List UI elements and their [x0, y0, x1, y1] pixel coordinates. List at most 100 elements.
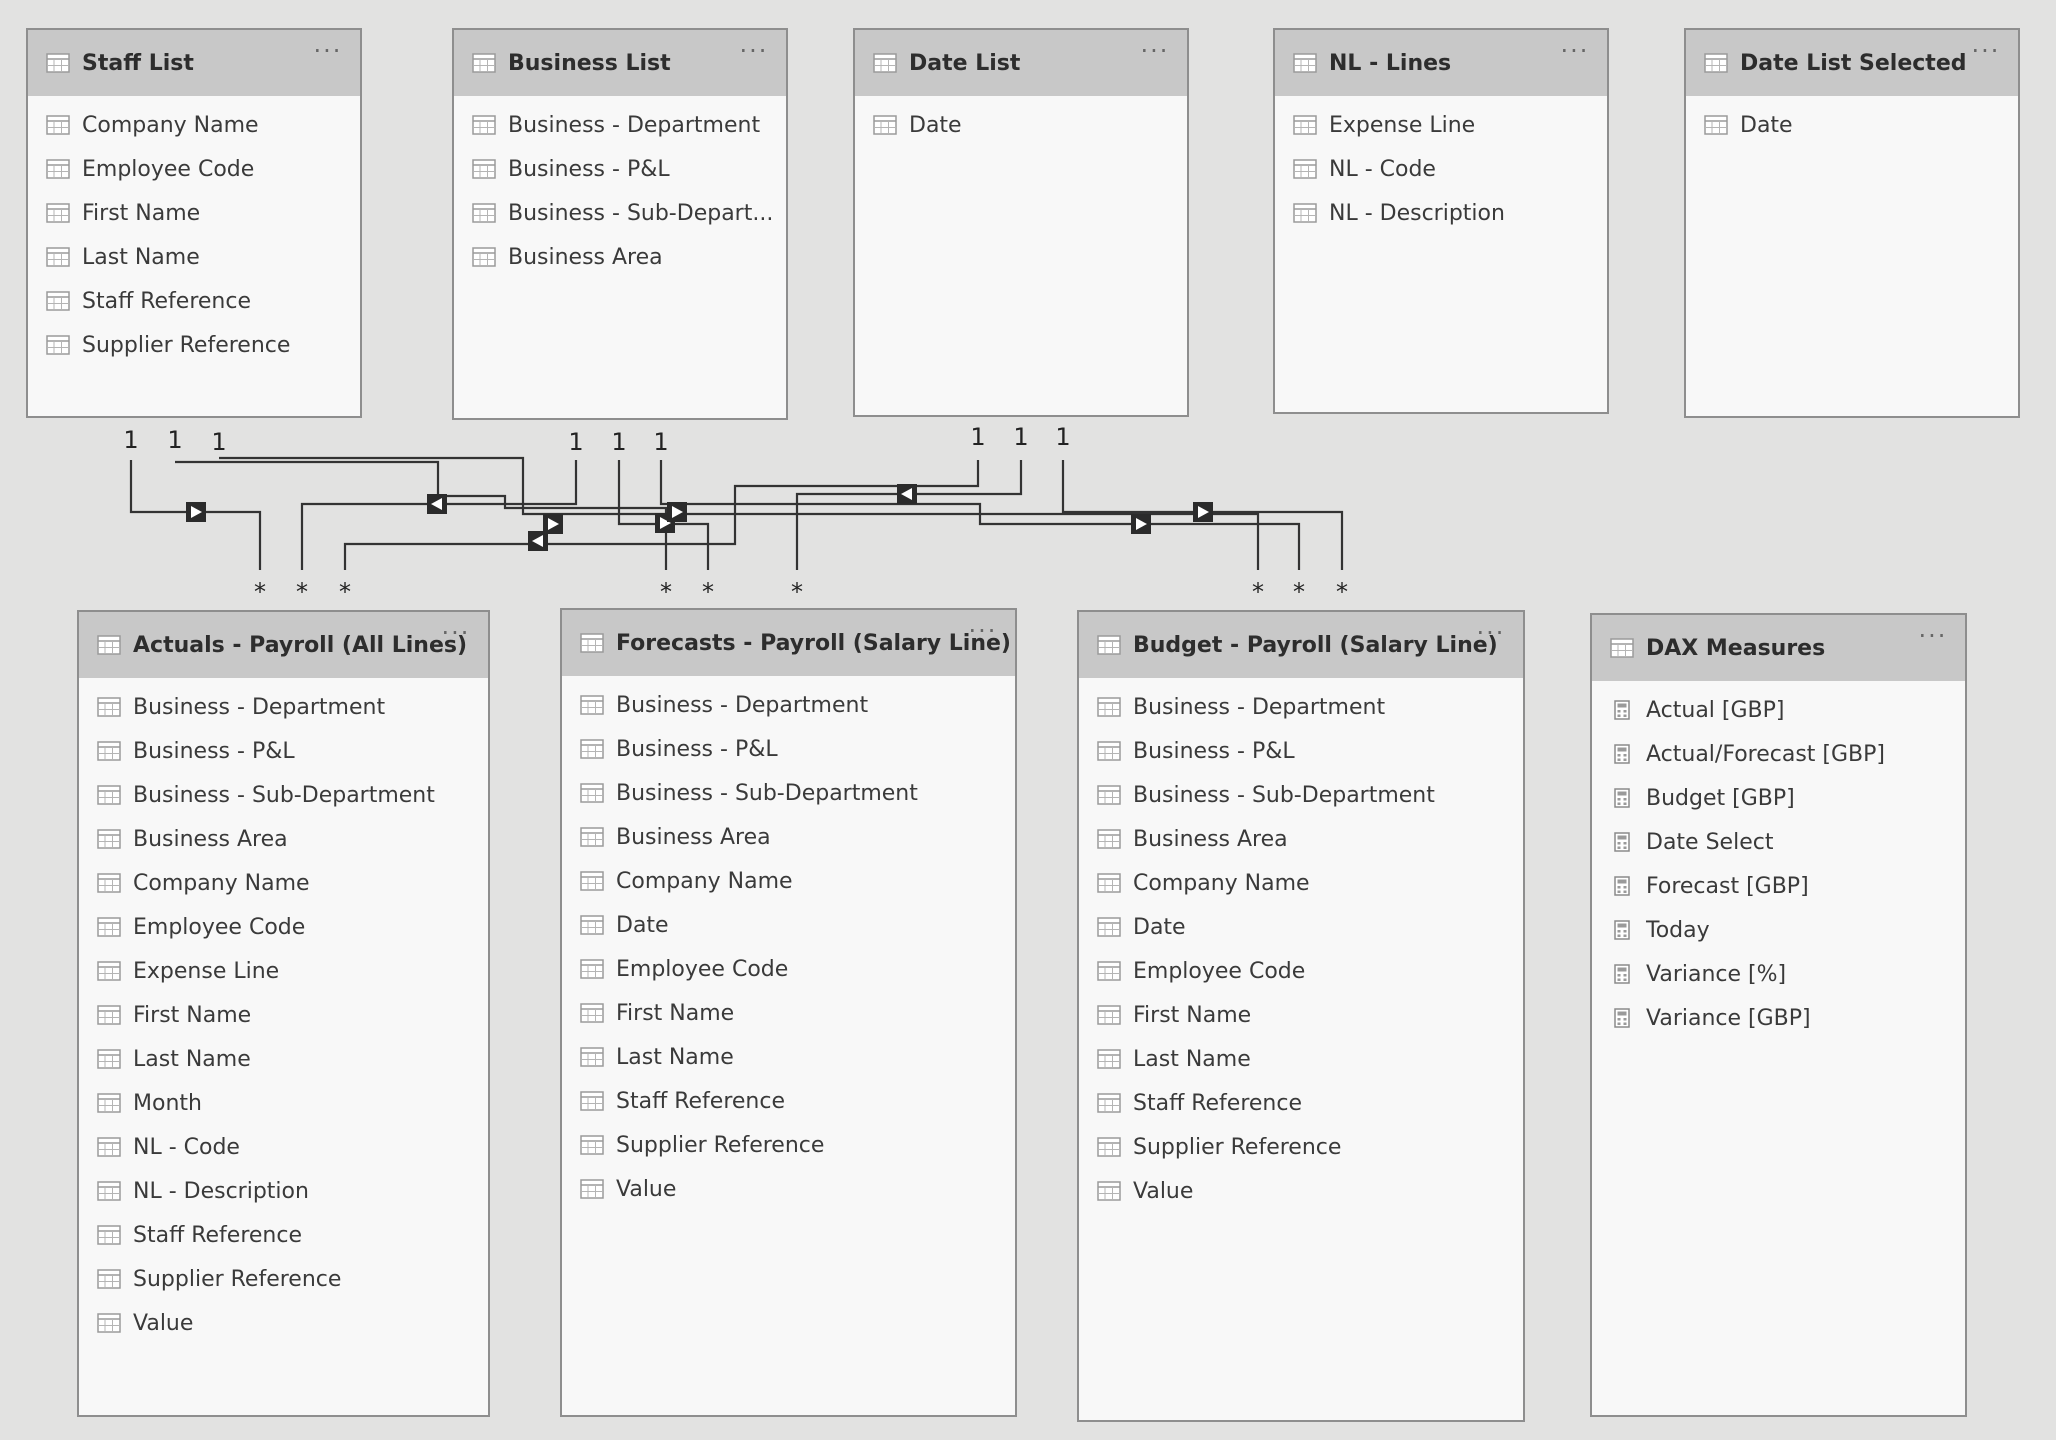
dax-measures-table-card[interactable]: DAX Measures··· Actual [GBP] Actual/Fore… — [1590, 613, 1967, 1417]
field-item[interactable]: Business - Sub-Department — [79, 773, 488, 817]
field-item[interactable]: Supplier Reference — [1079, 1125, 1523, 1169]
field-item[interactable]: Business Area — [1079, 817, 1523, 861]
field-item[interactable]: Business - Sub-Depart... — [454, 191, 786, 235]
field-item[interactable]: Company Name — [28, 103, 360, 147]
filter-direction-icon[interactable] — [667, 502, 687, 522]
field-item[interactable]: Business - Sub-Department — [1079, 773, 1523, 817]
field-item[interactable]: Employee Code — [562, 947, 1015, 991]
filter-direction-icon[interactable] — [897, 484, 917, 504]
more-options-button[interactable]: ··· — [739, 37, 769, 65]
field-item[interactable]: Business - P&L — [79, 729, 488, 773]
relationship-business-budget[interactable] — [659, 460, 1301, 570]
more-options-button[interactable]: ··· — [968, 617, 998, 645]
field-item[interactable]: Business - Department — [454, 103, 786, 147]
field-item[interactable]: Date — [1079, 905, 1523, 949]
field-item[interactable]: Date — [562, 903, 1015, 947]
field-item[interactable]: Today — [1592, 908, 1965, 952]
field-item[interactable]: Date — [855, 103, 1187, 147]
forecasts-payroll-table-card[interactable]: Forecasts - Payroll (Salary Line)··· Bus… — [560, 608, 1017, 1417]
field-item[interactable]: Supplier Reference — [562, 1123, 1015, 1167]
relationship-date-actuals[interactable] — [343, 460, 980, 570]
filter-direction-icon[interactable] — [1131, 514, 1151, 534]
relationship-staff-forecasts[interactable] — [175, 460, 668, 570]
filter-direction-icon[interactable] — [186, 502, 206, 522]
table-header[interactable]: Business List··· — [454, 30, 786, 96]
filter-direction-icon[interactable] — [543, 514, 563, 534]
field-item[interactable]: First Name — [562, 991, 1015, 1035]
field-item[interactable]: Variance [GBP] — [1592, 996, 1965, 1040]
field-item[interactable]: Employee Code — [79, 905, 488, 949]
field-item[interactable]: Staff Reference — [562, 1079, 1015, 1123]
more-options-button[interactable]: ··· — [1560, 37, 1590, 65]
field-item[interactable]: Actual [GBP] — [1592, 688, 1965, 732]
field-item[interactable]: NL - Code — [79, 1125, 488, 1169]
table-header[interactable]: NL - Lines··· — [1275, 30, 1607, 96]
field-item[interactable]: Company Name — [562, 859, 1015, 903]
more-options-button[interactable]: ··· — [1140, 37, 1170, 65]
more-options-button[interactable]: ··· — [441, 619, 471, 647]
field-item[interactable]: Business - Department — [562, 683, 1015, 727]
field-item[interactable]: Last Name — [28, 235, 360, 279]
field-item[interactable]: Value — [562, 1167, 1015, 1211]
more-options-button[interactable]: ··· — [1918, 622, 1948, 650]
field-item[interactable]: First Name — [28, 191, 360, 235]
staff-list-table-card[interactable]: Staff List··· Company Name Employee Code… — [26, 28, 362, 418]
nl-lines-table-card[interactable]: NL - Lines··· Expense Line NL - Code NL … — [1273, 28, 1609, 414]
table-header[interactable]: Actuals - Payroll (All Lines)··· — [79, 612, 488, 678]
filter-direction-icon[interactable] — [528, 531, 548, 551]
more-options-button[interactable]: ··· — [313, 37, 343, 65]
filter-direction-icon[interactable] — [427, 494, 447, 514]
field-item[interactable]: Last Name — [562, 1035, 1015, 1079]
field-item[interactable]: Actual/Forecast [GBP] — [1592, 732, 1965, 776]
table-header[interactable]: DAX Measures··· — [1592, 615, 1965, 681]
field-item[interactable]: Business - P&L — [562, 727, 1015, 771]
field-item[interactable]: Business - Department — [79, 685, 488, 729]
field-item[interactable]: Business Area — [562, 815, 1015, 859]
field-item[interactable]: Company Name — [1079, 861, 1523, 905]
field-item[interactable]: Company Name — [79, 861, 488, 905]
field-item[interactable]: Date Select — [1592, 820, 1965, 864]
field-item[interactable]: Budget [GBP] — [1592, 776, 1965, 820]
relationship-staff-budget[interactable] — [219, 456, 1260, 570]
field-item[interactable]: First Name — [79, 993, 488, 1037]
field-item[interactable]: Business Area — [79, 817, 488, 861]
budget-payroll-table-card[interactable]: Budget - Payroll (Salary Line)··· Busine… — [1077, 610, 1525, 1422]
more-options-button[interactable]: ··· — [1476, 619, 1506, 647]
field-item[interactable]: Supplier Reference — [79, 1257, 488, 1301]
field-item[interactable]: Employee Code — [1079, 949, 1523, 993]
table-header[interactable]: Budget - Payroll (Salary Line)··· — [1079, 612, 1523, 678]
field-item[interactable]: Supplier Reference — [28, 323, 360, 367]
field-item[interactable]: Business - Sub-Department — [562, 771, 1015, 815]
field-item[interactable]: Staff Reference — [1079, 1081, 1523, 1125]
field-item[interactable]: Date — [1686, 103, 2018, 147]
field-item[interactable]: First Name — [1079, 993, 1523, 1037]
field-item[interactable]: Business - P&L — [1079, 729, 1523, 773]
table-header[interactable]: Date List··· — [855, 30, 1187, 96]
table-header[interactable]: Staff List··· — [28, 30, 360, 96]
field-item[interactable]: Month — [79, 1081, 488, 1125]
field-item[interactable]: Business Area — [454, 235, 786, 279]
field-item[interactable]: Business - Department — [1079, 685, 1523, 729]
field-item[interactable]: Last Name — [1079, 1037, 1523, 1081]
field-item[interactable]: Last Name — [79, 1037, 488, 1081]
date-list-selected-table-card[interactable]: Date List Selected··· Date — [1684, 28, 2020, 418]
field-item[interactable]: NL - Code — [1275, 147, 1607, 191]
actuals-payroll-table-card[interactable]: Actuals - Payroll (All Lines)··· Busines… — [77, 610, 490, 1417]
field-item[interactable]: Forecast [GBP] — [1592, 864, 1965, 908]
field-item[interactable]: Employee Code — [28, 147, 360, 191]
field-item[interactable]: Staff Reference — [28, 279, 360, 323]
field-item[interactable]: Business - P&L — [454, 147, 786, 191]
field-item[interactable]: Expense Line — [1275, 103, 1607, 147]
field-item[interactable]: NL - Description — [1275, 191, 1607, 235]
table-header[interactable]: Forecasts - Payroll (Salary Line)··· — [562, 610, 1015, 676]
field-item[interactable]: Value — [1079, 1169, 1523, 1213]
table-header[interactable]: Date List Selected··· — [1686, 30, 2018, 96]
more-options-button[interactable]: ··· — [1971, 37, 2001, 65]
field-item[interactable]: NL - Description — [79, 1169, 488, 1213]
field-item[interactable]: Expense Line — [79, 949, 488, 993]
field-item[interactable]: Value — [79, 1301, 488, 1345]
filter-direction-icon[interactable] — [1193, 502, 1213, 522]
field-item[interactable]: Staff Reference — [79, 1213, 488, 1257]
field-item[interactable]: Variance [%] — [1592, 952, 1965, 996]
date-list-table-card[interactable]: Date List··· Date — [853, 28, 1189, 417]
